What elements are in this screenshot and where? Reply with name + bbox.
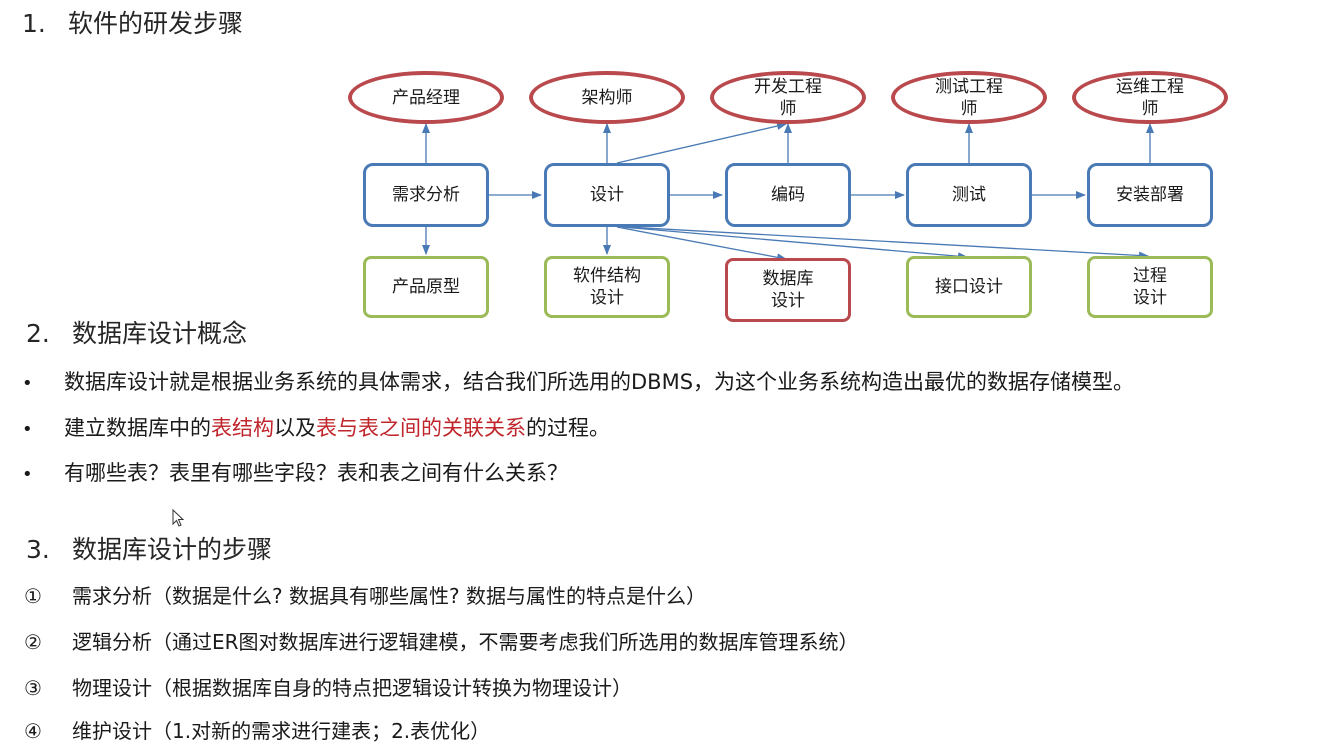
diagram-arrows xyxy=(422,122,1154,262)
output-software-structure-design: 软件结构 设计 xyxy=(544,256,670,318)
output-label-line-2: 设计 xyxy=(1133,288,1167,308)
section-2-number: 2. xyxy=(26,319,50,348)
output-database-design: 数据库 设计 xyxy=(725,258,851,322)
bullet-item-2: • 建立数据库中的表结构以及表与表之间的关联关系的过程。 xyxy=(22,412,610,442)
role-label-line-1: 开发工程 xyxy=(754,76,822,97)
bullet-dot: • xyxy=(22,464,33,485)
section-2-heading: 2. 数据库设计概念 xyxy=(26,314,247,350)
role-product-manager: 产品经理 xyxy=(348,71,504,124)
output-process-design: 过程 设计 xyxy=(1087,256,1213,318)
section-3-number: 3. xyxy=(26,535,50,564)
bullet-text-post: 的过程。 xyxy=(526,416,610,440)
step-marker: ③ xyxy=(24,676,42,700)
bullet-text: 有哪些表？表里有哪些字段？表和表之间有什么关系？ xyxy=(64,461,568,485)
bullet-dot: • xyxy=(22,419,33,440)
arrow-to-output-3 xyxy=(616,226,787,262)
step-marker: ② xyxy=(24,630,42,654)
arrow-design-to-role-3 xyxy=(616,122,787,164)
highlight-table-relations: 表与表之间的关联关系 xyxy=(316,416,526,440)
role-tester: 测试工程 师 xyxy=(891,71,1047,124)
role-label-line-1: 测试工程 xyxy=(935,76,1003,97)
stage-deployment: 安装部署 xyxy=(1087,163,1213,227)
output-label-line-2: 设计 xyxy=(771,291,805,311)
bullet-dot: • xyxy=(22,373,33,394)
output-label-line-1: 过程 xyxy=(1133,266,1167,286)
step-item-1: ① 需求分析（数据是什么? 数据具有哪些属性? 数据与属性的特点是什么） xyxy=(24,580,706,609)
output-label-line-1: 软件结构 xyxy=(573,266,641,286)
section-1-number: 1. xyxy=(22,9,46,38)
output-interface-design: 接口设计 xyxy=(906,256,1032,318)
bullet-item-3: • 有哪些表？表里有哪些字段？表和表之间有什么关系？ xyxy=(22,457,568,487)
output-label-line-2: 设计 xyxy=(590,288,624,308)
stage-label: 测试 xyxy=(952,185,986,205)
bullet-text-pre: 建立数据库中的 xyxy=(64,416,211,440)
output-label: 接口设计 xyxy=(935,277,1003,297)
stage-design: 设计 xyxy=(544,163,670,227)
step-text: 需求分析（数据是什么? 数据具有哪些属性? 数据与属性的特点是什么） xyxy=(72,584,706,608)
step-text: 逻辑分析（通过ER图对数据库进行逻辑建模，不需要考虑我们所选用的数据库管理系统） xyxy=(72,630,859,654)
role-label: 产品经理 xyxy=(392,87,460,108)
bullet-item-1: • 数据库设计就是根据业务系统的具体需求，结合我们所选用的DBMS，为这个业务系统… xyxy=(22,366,1134,396)
output-label-line-1: 数据库 xyxy=(762,269,814,289)
step-item-2: ② 逻辑分析（通过ER图对数据库进行逻辑建模，不需要考虑我们所选用的数据库管理系统… xyxy=(24,626,859,655)
step-marker: ① xyxy=(24,584,42,608)
bullet-text-mid: 以及 xyxy=(274,416,316,440)
arrow-to-output-5 xyxy=(626,226,1149,260)
output-label: 产品原型 xyxy=(392,277,460,297)
step-item-4: ④ 维护设计（1.对新的需求进行建表；2.表优化） xyxy=(24,715,490,744)
arrow-to-output-4 xyxy=(621,226,968,261)
step-text: 维护设计（1.对新的需求进行建表；2.表优化） xyxy=(72,719,491,743)
role-label-line-2: 师 xyxy=(779,98,797,119)
stage-label: 安装部署 xyxy=(1116,185,1184,205)
stage-testing: 测试 xyxy=(906,163,1032,227)
stage-coding: 编码 xyxy=(725,163,851,227)
role-developer: 开发工程 师 xyxy=(710,71,866,124)
section-1-title: 软件的研发步骤 xyxy=(68,9,244,38)
stage-label: 编码 xyxy=(771,185,805,205)
role-label: 架构师 xyxy=(581,87,633,108)
stage-label: 设计 xyxy=(590,185,624,205)
section-1-heading: 1. 软件的研发步骤 xyxy=(22,4,243,40)
section-3-title: 数据库设计的步骤 xyxy=(72,535,273,564)
step-marker: ④ xyxy=(24,719,42,743)
stage-requirements: 需求分析 xyxy=(363,163,489,227)
step-item-3: ③ 物理设计（根据数据库自身的特点把逻辑设计转换为物理设计） xyxy=(24,672,632,701)
mouse-pointer-icon xyxy=(172,509,184,527)
step-text: 物理设计（根据数据库自身的特点把逻辑设计转换为物理设计） xyxy=(72,676,632,700)
bullet-text: 数据库设计就是根据业务系统的具体需求，结合我们所选用的DBMS，为这个业务系统构… xyxy=(64,370,1135,394)
role-label-line-2: 师 xyxy=(960,98,978,119)
section-3-heading: 3. 数据库设计的步骤 xyxy=(26,530,272,566)
role-label-line-1: 运维工程 xyxy=(1116,76,1184,97)
role-architect: 架构师 xyxy=(529,71,685,124)
output-product-prototype: 产品原型 xyxy=(363,256,489,318)
role-ops-engineer: 运维工程 师 xyxy=(1072,71,1228,124)
highlight-table-structure: 表结构 xyxy=(211,416,274,440)
stage-label: 需求分析 xyxy=(392,185,460,205)
role-label-line-2: 师 xyxy=(1141,98,1159,119)
section-2-title: 数据库设计概念 xyxy=(72,319,248,348)
development-flow-diagram: 产品经理 架构师 开发工程 师 测试工程 师 运维工程 师 需求分析 设计 编码… xyxy=(0,0,1339,340)
